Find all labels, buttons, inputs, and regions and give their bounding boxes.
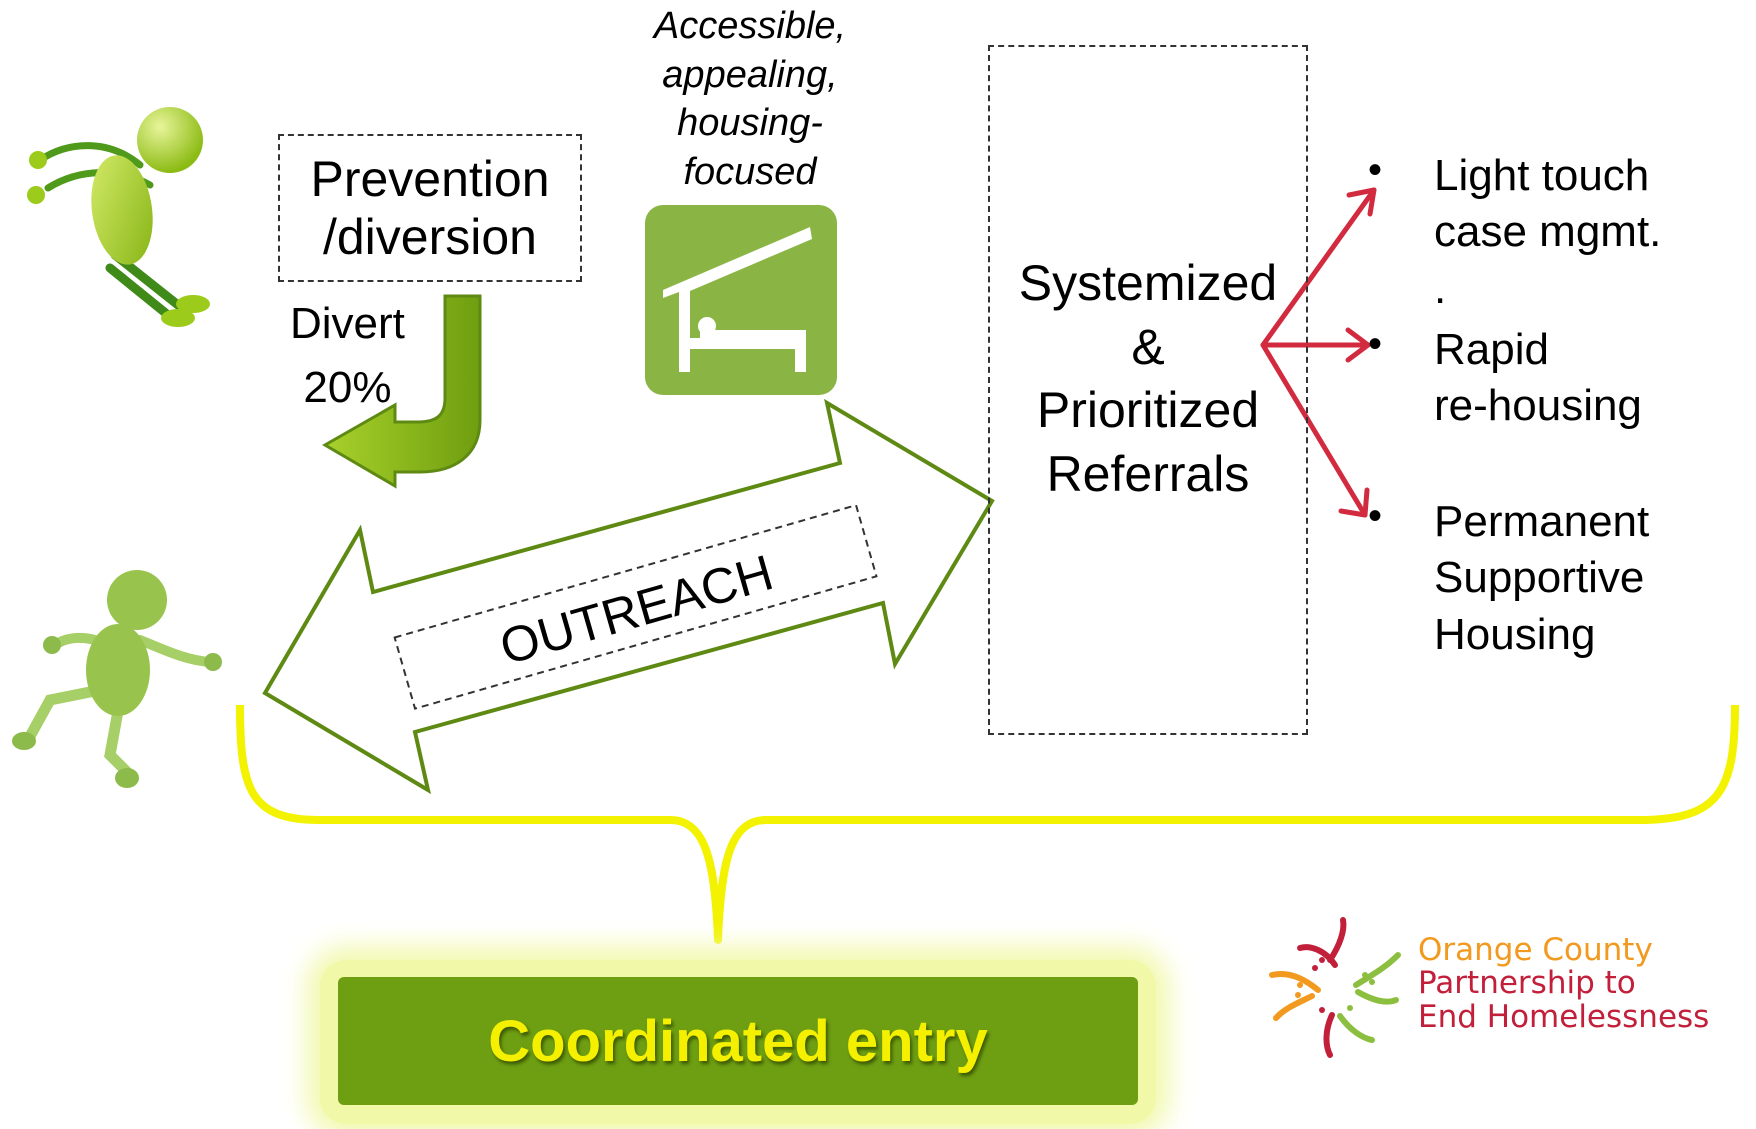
referrals-line2: &	[1131, 318, 1165, 375]
divert-line1: Divert	[290, 299, 405, 348]
shelter-caption-line2: appealing,	[662, 53, 838, 96]
shelter-caption-line3: housing-	[677, 102, 823, 145]
coordinated-entry-box: Coordinated entry	[338, 977, 1138, 1105]
prevention-line1: Prevention	[310, 151, 550, 207]
referrals-line1: Systemized	[1018, 255, 1278, 311]
outcome-line: Supportive	[1434, 553, 1645, 603]
divert-line2: 20%	[303, 362, 392, 412]
divert-label: Divert 20%	[290, 292, 405, 420]
brace-icon	[236, 704, 1739, 944]
bullet: •	[1368, 148, 1383, 192]
ocpeh-logo-icon	[1269, 917, 1401, 1058]
shelter-caption-line4: focused	[683, 150, 817, 193]
double-headed-arrow-icon	[262, 398, 995, 795]
outcome-line: .	[1434, 263, 1447, 313]
shelter-caption-line1: Accessible,	[653, 5, 847, 47]
curved-down-arrow-icon	[322, 294, 482, 489]
bullet: •	[1368, 322, 1383, 366]
shelter-caption: Accessible, appealing, housing- focused	[620, 2, 880, 197]
referrals-line4: Referrals	[1046, 445, 1250, 502]
ocpeh-logo-text: Orange County Partnership to End Homeles…	[1418, 932, 1710, 1035]
logo-line2: Partnership to	[1418, 965, 1636, 1002]
shelter-bed-icon	[645, 205, 837, 395]
prevention-diversion-box: Prevention /diversion	[278, 134, 582, 282]
running-person-icon	[12, 570, 222, 788]
outcome-line: Housing	[1434, 609, 1596, 659]
outcome-line: case mgmt.	[1434, 207, 1662, 257]
jumping-person-icon	[27, 107, 210, 327]
referrals-label: Systemized & Prioritized Referrals	[995, 252, 1301, 506]
outcome-line: Permanent	[1434, 497, 1650, 546]
referrals-box	[988, 45, 1308, 735]
coordinated-entry-label: Coordinated entry	[488, 1008, 988, 1074]
prevention-line2: /diversion	[322, 209, 537, 265]
outcome-line: re-housing	[1434, 381, 1642, 431]
outcome-line: Light touch	[1434, 151, 1650, 200]
logo-line1: Orange County	[1418, 932, 1653, 968]
logo-line3: End Homelessness	[1418, 998, 1710, 1035]
bullet: •	[1368, 494, 1383, 538]
referrals-line3: Prioritized	[1036, 382, 1260, 438]
referral-arrows-icon	[1260, 187, 1377, 518]
outcome-line: Rapid	[1434, 325, 1549, 374]
